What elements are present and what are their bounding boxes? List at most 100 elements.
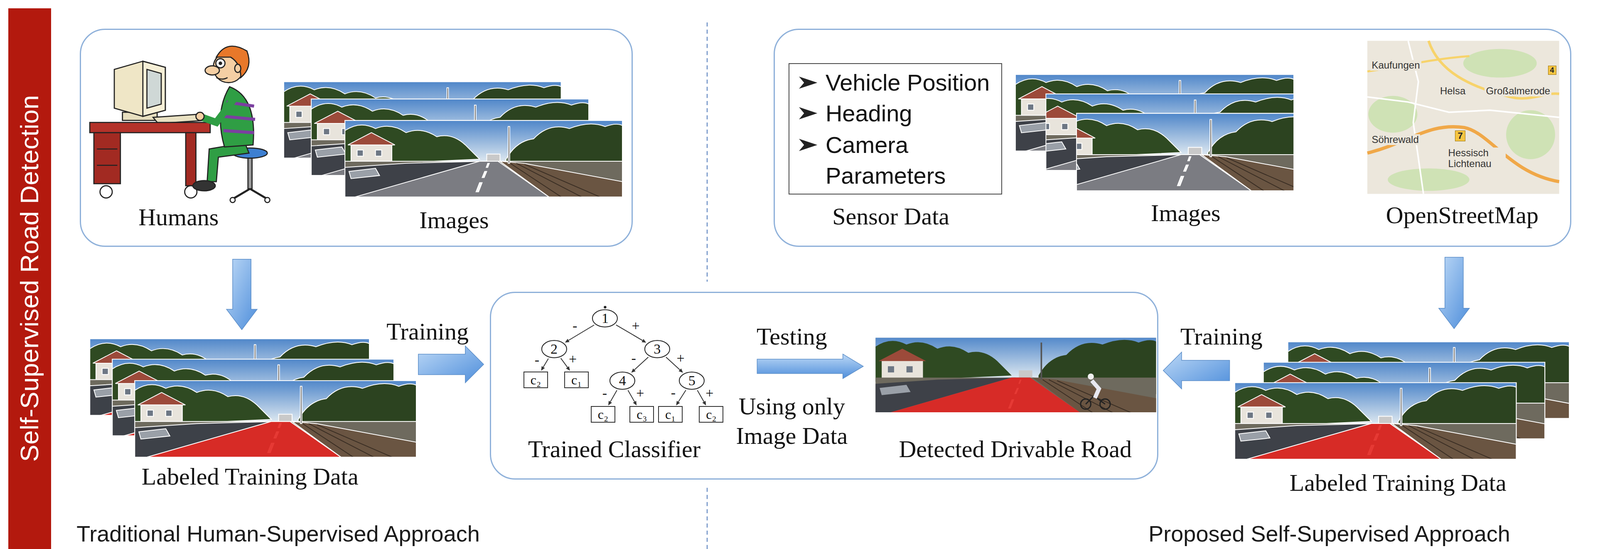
flow-arrow bbox=[1438, 257, 1470, 329]
image-stack bbox=[1234, 381, 1517, 460]
image-stack bbox=[344, 120, 623, 197]
classifier-panel: 123c₂c₁45c₂c₃c₁c₂Detected Drivable RoadT… bbox=[489, 291, 1159, 480]
tree-edge bbox=[616, 324, 647, 343]
tree-edge-line bbox=[678, 390, 686, 402]
sensor-bullets bbox=[798, 76, 818, 89]
tree-node-ellipse bbox=[541, 340, 567, 358]
human-cartoon bbox=[147, 69, 162, 109]
separator-line bbox=[706, 487, 708, 549]
caption-text: Labeled Training Data bbox=[1289, 468, 1507, 497]
image-stack bbox=[134, 380, 417, 458]
road-result-image bbox=[875, 336, 1156, 414]
tree-edge bbox=[560, 358, 571, 371]
human-cartoon bbox=[89, 122, 211, 133]
street-map bbox=[1367, 126, 1560, 182]
branch-sign: - bbox=[602, 385, 608, 401]
human-cartoon bbox=[248, 158, 253, 190]
list-item: Vehicle Position bbox=[825, 67, 1000, 99]
tree-edge-line bbox=[543, 358, 549, 368]
caption-text: OpenStreetMap bbox=[1386, 201, 1539, 230]
tree-node-ellipse bbox=[592, 309, 618, 327]
node-label: c₂ bbox=[530, 373, 541, 387]
tree-node: 5 bbox=[678, 371, 706, 391]
human-cartoon bbox=[234, 64, 241, 73]
tree-node-ellipse bbox=[609, 371, 635, 389]
image-stack bbox=[1234, 382, 1517, 460]
road-result-image bbox=[1091, 380, 1099, 399]
tree-leaf: c₂ bbox=[523, 371, 549, 389]
human-cartoon bbox=[216, 46, 250, 78]
human-cartoon bbox=[142, 61, 166, 117]
approach-caption: Traditional Human-Supervised Approach bbox=[76, 520, 480, 547]
tree-edge-line bbox=[627, 390, 635, 402]
tree-edge bbox=[627, 390, 637, 406]
tree-node: 1 bbox=[591, 308, 619, 328]
human-cartoon bbox=[192, 180, 216, 192]
flow-arrow bbox=[226, 259, 258, 330]
arrowhead bbox=[702, 400, 706, 406]
road-shield: 4 bbox=[1548, 65, 1557, 75]
caption-text: Labeled Training Data bbox=[141, 462, 359, 491]
human-cartoon bbox=[216, 77, 228, 80]
road-result: Detected Drivable Road bbox=[871, 333, 1156, 467]
arrowhead bbox=[631, 368, 636, 373]
sensor-input-panel: Vehicle PositionHeadingCamera Parameters… bbox=[773, 28, 1572, 248]
tree-node-ellipse bbox=[644, 340, 670, 358]
caption-text: Images bbox=[419, 206, 490, 235]
human-cartoon bbox=[207, 142, 250, 182]
image-stack bbox=[1234, 341, 1570, 460]
human-input-panel: HumansImages bbox=[79, 28, 633, 248]
tree-edge bbox=[697, 390, 706, 406]
image-stack bbox=[134, 380, 417, 458]
node-label: 4 bbox=[619, 373, 627, 388]
tree-edge-line bbox=[697, 390, 704, 402]
flow-arrow bbox=[1163, 351, 1230, 389]
sensor-list-box: Vehicle PositionHeadingCamera Parameters… bbox=[788, 63, 1003, 195]
map-place-label: Kaufungen bbox=[1370, 59, 1421, 71]
sensor-bullets bbox=[798, 107, 818, 120]
street-map bbox=[1387, 168, 1470, 191]
street-map bbox=[1367, 56, 1470, 72]
node-label: c₂ bbox=[597, 407, 609, 421]
tree-leaf: c₁ bbox=[564, 371, 589, 389]
tree-edge-line bbox=[568, 324, 595, 341]
human-cartoon bbox=[201, 98, 235, 123]
tree-node: 4 bbox=[609, 371, 636, 391]
road-result-image bbox=[1087, 373, 1094, 380]
road-result-image bbox=[875, 336, 1156, 414]
tree-dot bbox=[603, 305, 607, 309]
tree-node: 2 bbox=[540, 339, 568, 359]
image-stack bbox=[283, 81, 623, 197]
list-item: Camera Parameters bbox=[825, 129, 1000, 192]
step-note: Using only Image Data bbox=[730, 391, 853, 451]
street-map bbox=[1368, 95, 1418, 133]
flow-arrow bbox=[226, 259, 258, 330]
sensor-bullets bbox=[798, 138, 818, 151]
human-cartoon bbox=[219, 61, 222, 65]
image-stack bbox=[1044, 113, 1326, 192]
tree-node: 3 bbox=[643, 339, 671, 359]
separator-line bbox=[706, 22, 708, 549]
node-label: c₁ bbox=[665, 407, 676, 421]
human-cartoon bbox=[89, 46, 270, 203]
list-item: Heading bbox=[825, 98, 1000, 129]
arrowhead bbox=[632, 400, 637, 406]
map-place-label: Hessisch Lichtenau bbox=[1447, 147, 1506, 170]
node-label: 1 bbox=[601, 311, 609, 326]
flow-arrow bbox=[418, 346, 484, 383]
branch-sign: + bbox=[705, 385, 714, 401]
flow-arrow bbox=[1438, 257, 1470, 329]
street-map bbox=[1463, 49, 1537, 78]
arrowhead bbox=[678, 368, 684, 373]
node-label: c₂ bbox=[705, 407, 717, 421]
human-cartoon bbox=[185, 132, 197, 186]
street-map bbox=[1367, 40, 1560, 194]
human-cartoon bbox=[100, 185, 113, 198]
tree-leaf: c₂ bbox=[590, 405, 616, 423]
labeled-data-stack: Labeled Training Data bbox=[1231, 336, 1573, 500]
tree-edge bbox=[540, 358, 549, 371]
branch-sign: + bbox=[636, 385, 644, 401]
human-cartoon bbox=[114, 61, 166, 117]
tree-edge bbox=[675, 390, 686, 406]
